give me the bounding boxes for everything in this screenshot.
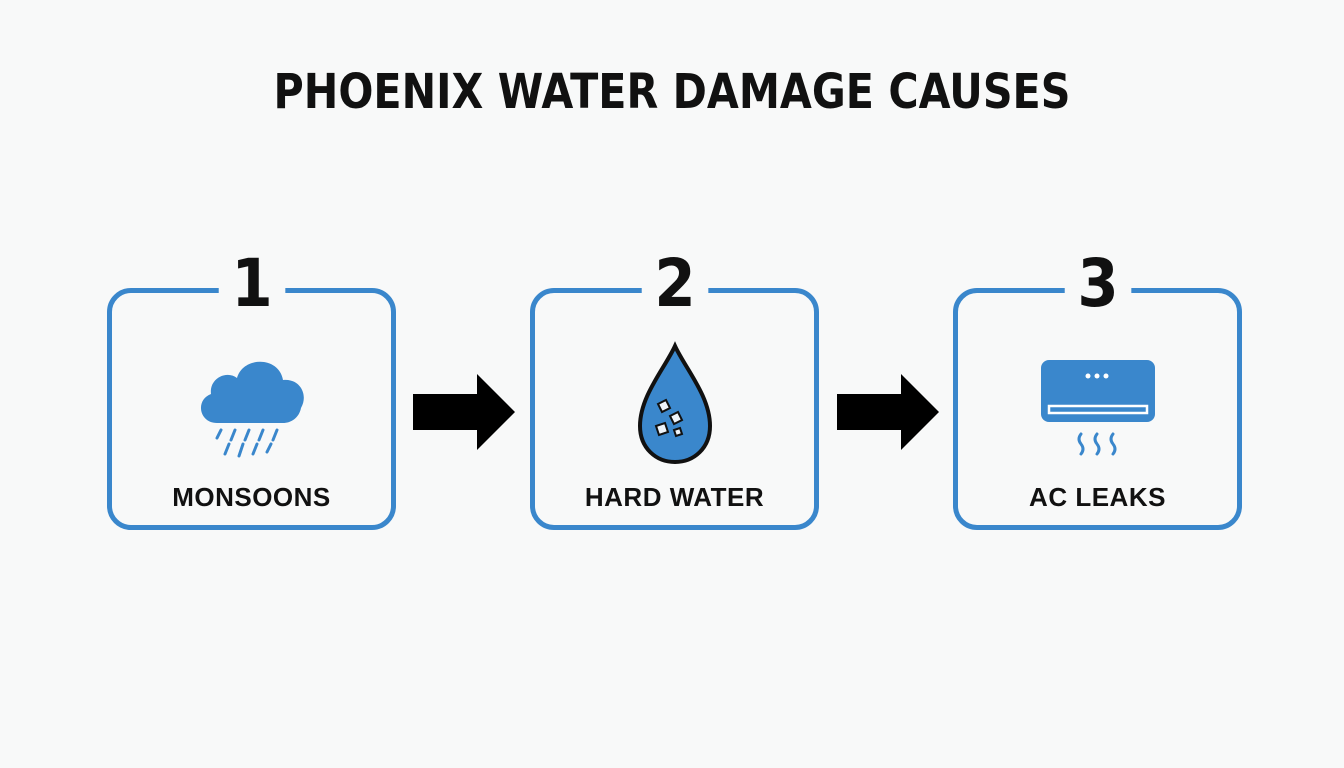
step-ac-leaks-card: 3 AC LEAKS [953, 251, 1242, 530]
air-conditioner-icon [958, 338, 1237, 468]
step-number: 1 [218, 251, 285, 317]
step-monsoons-card: 1 MONSOONS [107, 251, 396, 530]
water-drop-minerals-icon [535, 338, 814, 468]
step-label: MONSOONS [172, 482, 331, 512]
step-number: 2 [641, 251, 708, 317]
right-arrow-icon [413, 374, 515, 450]
step-label: HARD WATER [584, 482, 765, 512]
rain-cloud-icon [112, 338, 391, 468]
right-arrow-icon [837, 374, 939, 450]
page-title: PHOENIX WATER DAMAGE CAUSES [273, 64, 1071, 120]
step-number: 3 [1064, 251, 1131, 317]
step-label: AC LEAKS [1029, 482, 1166, 512]
step-hard-water-card: 2 HARD WATER [530, 251, 819, 530]
